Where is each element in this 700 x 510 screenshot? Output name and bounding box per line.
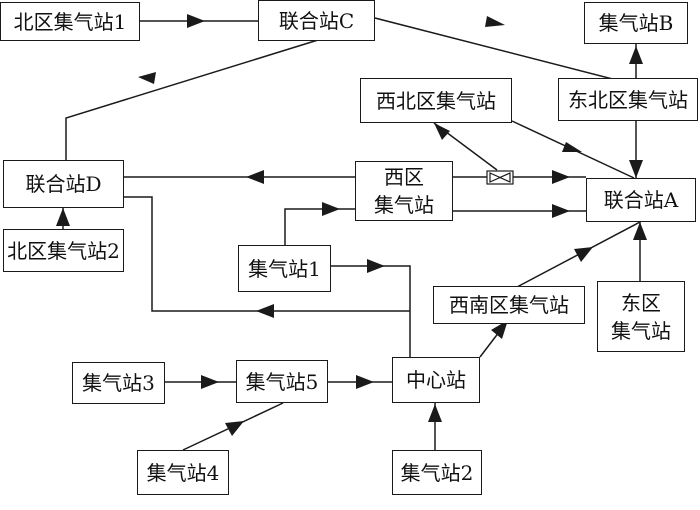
- node-northwest-station: 西北区集气站: [360, 78, 512, 123]
- arrowhead-icon: [322, 202, 340, 216]
- edge-northeast-to-unionA: [629, 120, 643, 178]
- node-station-4: 集气站4: [137, 450, 229, 495]
- arrowhead-icon: [187, 14, 205, 28]
- edge-east-to-unionA: [633, 222, 647, 281]
- node-west-station: 西区 集气站: [355, 161, 453, 221]
- valve-icon: [486, 170, 514, 185]
- arrowhead-icon: [367, 259, 385, 273]
- arrowhead-icon: [562, 142, 582, 152]
- node-station-b: 集气站B: [584, 2, 688, 44]
- edge-station5-to-center: [328, 375, 392, 389]
- edge-north1-to-unionC: [140, 14, 258, 28]
- arrowhead-icon: [225, 421, 244, 436]
- arrowhead-icon: [256, 304, 274, 318]
- arrowhead-icon: [434, 123, 450, 140]
- arrowhead-icon: [485, 16, 505, 27]
- arrowhead-icon: [428, 404, 442, 422]
- node-north-station-2: 北区集气站2: [3, 229, 124, 272]
- node-southwest-station: 西南区集气站: [433, 286, 585, 324]
- edge-west-to-unionA: [453, 204, 586, 218]
- node-east-station: 东区 集气站: [597, 281, 685, 352]
- edge-station4-to-station5: [182, 402, 284, 451]
- node-union-station-c: 联合站C: [258, 0, 375, 41]
- edge-unionD-to-center: [124, 196, 410, 318]
- node-station-5: 集气站5: [236, 360, 328, 403]
- edge-west-to-unionD: [124, 170, 355, 184]
- arrowhead-icon: [138, 72, 156, 84]
- edge-west-to-unionA-valve: [453, 170, 586, 185]
- arrowhead-icon: [491, 320, 508, 339]
- edge-northeast-to-stationB: [629, 44, 643, 78]
- node-station-1: 集气站1: [238, 245, 331, 292]
- node-center-station: 中心站: [392, 357, 480, 403]
- arrowhead-icon: [56, 208, 70, 226]
- node-northeast-station: 东北区集气站: [558, 78, 698, 121]
- arrowhead-icon: [629, 160, 643, 178]
- edge-north2-to-unionD: [56, 208, 70, 229]
- arrowhead-icon: [356, 375, 374, 389]
- edge-station1-to-center: [331, 259, 411, 357]
- edge-west-to-northwest: [433, 122, 498, 171]
- node-station-2: 集气站2: [392, 450, 482, 495]
- arrowhead-icon: [201, 375, 219, 389]
- arrowhead-icon: [574, 247, 593, 262]
- node-north-station-1: 北区集气站1: [0, 2, 140, 41]
- edge-southwest-to-unionA: [516, 221, 641, 288]
- edge-northwest-to-unionA: [511, 120, 635, 179]
- edge-station1-to-west: [284, 202, 355, 245]
- node-station-3: 集气站3: [72, 362, 165, 404]
- arrowhead-icon: [552, 170, 570, 184]
- node-union-station-a: 联合站A: [586, 178, 696, 222]
- edge-station2-to-center: [428, 403, 442, 450]
- arrowhead-icon: [629, 46, 643, 64]
- arrowhead-icon: [552, 204, 570, 218]
- edge-station3-to-station5: [165, 375, 236, 389]
- arrowhead-icon: [633, 222, 647, 240]
- edge-center-to-southwest: [479, 318, 510, 358]
- arrowhead-icon: [246, 170, 264, 184]
- node-union-station-d: 联合站D: [3, 160, 124, 208]
- edge-unionC-to-stationB: [374, 16, 637, 86]
- edge-unionC-to-unionD: [65, 39, 319, 160]
